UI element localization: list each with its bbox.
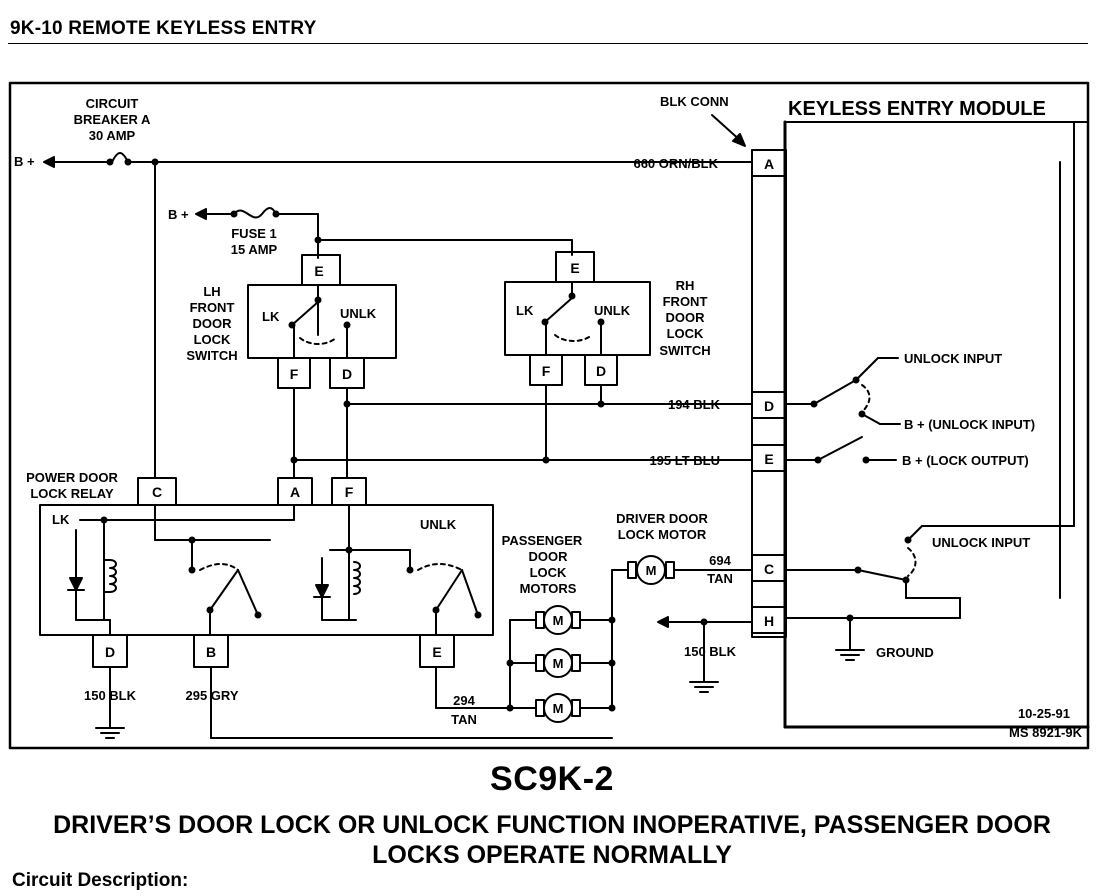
motor-m-1: M: [553, 613, 564, 628]
relay-pin-b: B: [206, 644, 216, 660]
fuse-label-2: 15 AMP: [231, 242, 278, 257]
blk-conn-label: BLK CONN: [660, 94, 729, 109]
conn-pin-c: C: [764, 561, 774, 577]
pass-motors-label-2: DOOR: [529, 549, 569, 564]
breaker-label-2: BREAKER A: [74, 112, 151, 127]
passenger-motor-3: [543, 693, 573, 723]
relay-pin-c: C: [152, 484, 162, 500]
relay-label-1: POWER DOOR: [26, 470, 118, 485]
pass-motors-label-4: MOTORS: [520, 581, 577, 596]
rh-label-5: SWITCH: [659, 343, 710, 358]
wire-660-label: 660 ORN/BLK: [633, 156, 718, 171]
lh-lk-label: LK: [262, 309, 280, 324]
b-plus-label-1: B +: [14, 154, 35, 169]
rh-unlk-label: UNLK: [594, 303, 631, 318]
rh-label-1: RH: [676, 278, 695, 293]
relay-c-terminal: [137, 477, 177, 506]
lh-pin-e: E: [314, 263, 323, 279]
wire-694-color: TAN: [707, 571, 733, 586]
wire-150-module-label: 150 BLK: [684, 644, 737, 659]
b-lock-output-label: B + (LOCK OUTPUT): [902, 453, 1029, 468]
rh-label-2: FRONT: [663, 294, 708, 309]
rh-pin-f: F: [542, 363, 551, 379]
wire-150-relay-label: 150 BLK: [84, 688, 137, 703]
wire-195-label: 195 LT BLU: [649, 453, 720, 468]
pass-motors-label-1: PASSENGER: [502, 533, 583, 548]
driver-door-lock-motor: [636, 555, 666, 585]
wiring-schematic: KEYLESS ENTRY MODULE BLK CONN CIRCUIT BR…: [8, 81, 1090, 750]
rh-switch-body: [504, 281, 651, 356]
symptom-line-2: LOCKS OPERATE NORMALLY: [372, 841, 732, 869]
unlock-input-label-1: UNLOCK INPUT: [904, 351, 1002, 366]
lh-pin-d: D: [342, 366, 352, 382]
fuse-label-1: FUSE 1: [231, 226, 277, 241]
motor-m-3: M: [553, 701, 564, 716]
driver-motor-label-2: LOCK MOTOR: [618, 527, 707, 542]
diagram-frame: [8, 81, 1090, 750]
lh-label-3: DOOR: [193, 316, 233, 331]
lh-pin-f: F: [290, 366, 299, 382]
lh-label-4: LOCK: [194, 332, 231, 347]
conn-pin-d: D: [764, 398, 774, 414]
unlock-input-label-2: UNLOCK INPUT: [932, 535, 1030, 550]
passenger-motor-2: [543, 648, 573, 678]
motor-m-driver: M: [646, 563, 657, 578]
lh-label-1: LH: [203, 284, 220, 299]
circuit-description-heading: Circuit Description:: [12, 870, 189, 891]
module-title: KEYLESS ENTRY MODULE: [788, 98, 1046, 120]
chart-code-title: SC9K-2: [490, 760, 614, 798]
lh-switch-body: [247, 284, 397, 359]
lh-label-2: FRONT: [190, 300, 235, 315]
driver-motor-label-1: DRIVER DOOR: [616, 511, 708, 526]
symptom-heading: DRIVER’S DOOR LOCK OR UNLOCK FUNCTION IN…: [0, 810, 1104, 870]
wire-194-label: 194 BLK: [668, 397, 721, 412]
relay-label-2: LOCK RELAY: [30, 486, 114, 501]
rh-lk-label: LK: [516, 303, 534, 318]
relay-pin-f: F: [345, 484, 354, 500]
conn-pin-h: H: [764, 613, 774, 629]
conn-pin-a: A: [764, 156, 774, 172]
breaker-label-3: 30 AMP: [89, 128, 136, 143]
lh-unlk-label: UNLK: [340, 306, 377, 321]
b-unlock-input-label: B + (UNLOCK INPUT): [904, 417, 1035, 432]
rh-pin-e: E: [570, 260, 579, 276]
b-plus-label-2: B +: [168, 207, 189, 222]
lh-label-5: SWITCH: [186, 348, 237, 363]
symptom-line-1: DRIVER’S DOOR LOCK OR UNLOCK FUNCTION IN…: [53, 811, 1051, 839]
relay-lk-label: LK: [52, 512, 70, 527]
page-header-title: 9K-10 REMOTE KEYLESS ENTRY: [10, 18, 317, 39]
rh-pin-d: D: [596, 363, 606, 379]
rh-label-4: LOCK: [667, 326, 704, 341]
relay-pin-a: A: [290, 484, 300, 500]
wire-294-color: TAN: [451, 712, 477, 727]
conn-pin-e: E: [764, 451, 773, 467]
wire-694-label: 694: [709, 553, 731, 568]
breaker-label-1: CIRCUIT: [86, 96, 139, 111]
diagram-ms-number: MS 8921-9K: [1009, 725, 1083, 740]
header-rule: [8, 43, 1088, 44]
rh-label-3: DOOR: [666, 310, 706, 325]
pass-motors-label-3: LOCK: [530, 565, 567, 580]
power-door-lock-relay: [39, 504, 494, 636]
ground-label: GROUND: [876, 645, 934, 660]
wire-294-label: 294: [453, 693, 475, 708]
diagram-date: 10-25-91: [1018, 706, 1070, 721]
wire-295-label: 295 GRY: [186, 688, 239, 703]
motor-m-2: M: [553, 656, 564, 671]
relay-pin-d: D: [105, 644, 115, 660]
relay-unlk-label: UNLK: [420, 517, 457, 532]
passenger-motor-1: [543, 605, 573, 635]
relay-pin-e: E: [432, 644, 441, 660]
